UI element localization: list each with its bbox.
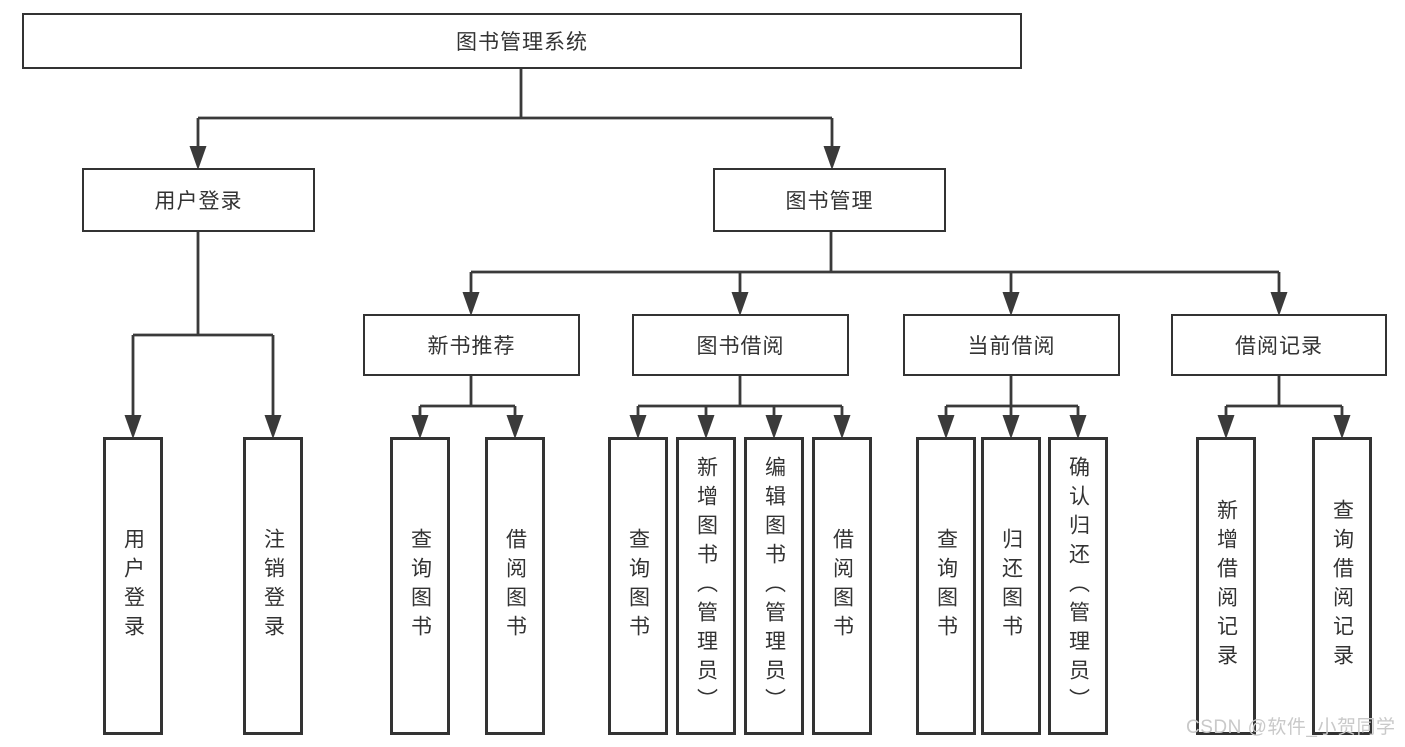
leaf-add-books-admin-label: 新增图书（管理员） bbox=[694, 455, 718, 717]
leaf-user-login-label: 用户登录 bbox=[121, 528, 145, 644]
leaf-logout-label: 注销登录 bbox=[261, 528, 285, 644]
leaf-recommend-query-books: 查询图书 bbox=[390, 437, 450, 735]
leaf-query-borrow-record-label: 查询借阅记录 bbox=[1330, 499, 1354, 673]
node-user-login: 用户登录 bbox=[82, 168, 315, 232]
leaf-logout: 注销登录 bbox=[243, 437, 303, 735]
leaf-edit-books-admin-label: 编辑图书（管理员） bbox=[762, 455, 786, 717]
watermark: CSDN @软件_小贺同学 bbox=[1186, 717, 1396, 738]
leaf-edit-books-admin: 编辑图书（管理员） bbox=[744, 437, 804, 735]
leaf-recommend-borrow-books: 借阅图书 bbox=[485, 437, 545, 735]
node-book-management: 图书管理 bbox=[713, 168, 946, 232]
leaf-current-query-books: 查询图书 bbox=[916, 437, 976, 735]
leaf-borrow-query-books: 查询图书 bbox=[608, 437, 668, 735]
leaf-borrow-books: 借阅图书 bbox=[812, 437, 872, 735]
leaf-add-books-admin: 新增图书（管理员） bbox=[676, 437, 736, 735]
node-new-book-recommend: 新书推荐 bbox=[363, 314, 580, 376]
node-borrow-records: 借阅记录 bbox=[1171, 314, 1387, 376]
leaf-current-query-books-label: 查询图书 bbox=[934, 528, 958, 644]
leaf-query-borrow-record: 查询借阅记录 bbox=[1312, 437, 1372, 735]
node-current-borrow: 当前借阅 bbox=[903, 314, 1120, 376]
leaf-confirm-return-admin-label: 确认归还（管理员） bbox=[1066, 455, 1090, 717]
leaf-confirm-return-admin: 确认归还（管理员） bbox=[1048, 437, 1108, 735]
leaf-return-books: 归还图书 bbox=[981, 437, 1041, 735]
leaf-add-borrow-record: 新增借阅记录 bbox=[1196, 437, 1256, 735]
leaf-return-books-label: 归还图书 bbox=[999, 528, 1023, 644]
leaf-recommend-borrow-books-label: 借阅图书 bbox=[503, 528, 527, 644]
leaf-borrow-query-books-label: 查询图书 bbox=[626, 528, 650, 644]
leaf-add-borrow-record-label: 新增借阅记录 bbox=[1214, 499, 1238, 673]
leaf-borrow-books-label: 借阅图书 bbox=[830, 528, 854, 644]
leaf-recommend-query-books-label: 查询图书 bbox=[408, 528, 432, 644]
node-root: 图书管理系统 bbox=[22, 13, 1022, 69]
node-book-borrow: 图书借阅 bbox=[632, 314, 849, 376]
leaf-user-login: 用户登录 bbox=[103, 437, 163, 735]
